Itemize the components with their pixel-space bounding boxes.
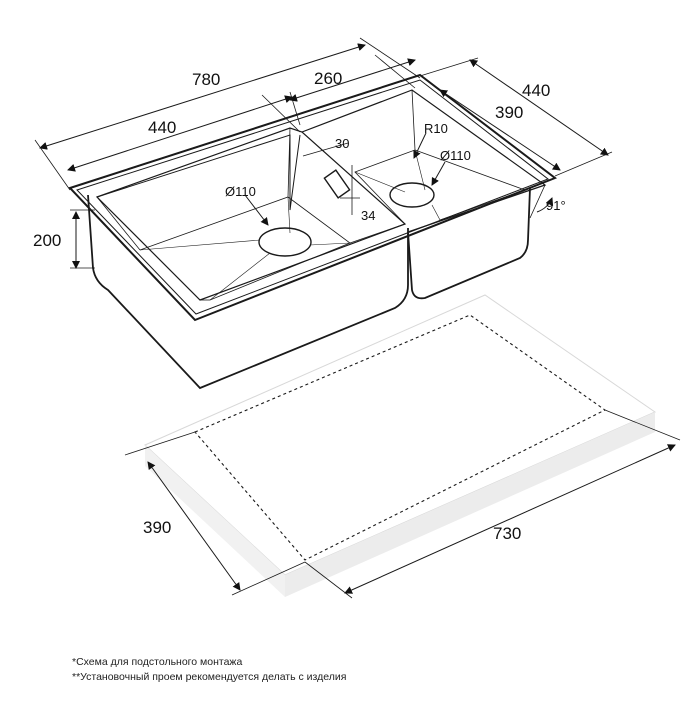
sink-dimension-lines xyxy=(34,37,613,269)
dim-cutout-depth: 390 xyxy=(143,518,171,537)
dim-drain-small: Ø110 xyxy=(440,148,471,163)
note-undermount: *Схема для подстольного монтажа xyxy=(72,656,243,668)
small-drain-hole xyxy=(389,182,435,208)
cutout-dimension-labels: 390 730 xyxy=(143,518,521,543)
sink-dimension-labels: 780 440 260 440 390 200 30 34 R10 Ø110 Ø… xyxy=(33,69,566,250)
dim-corner-radius: R10 xyxy=(424,121,448,136)
countertop-cutout xyxy=(144,294,657,597)
dim-edge-angle: 91° xyxy=(546,198,566,213)
overflow-slot xyxy=(323,169,351,199)
dim-bowl-height: 200 xyxy=(33,231,61,250)
dim-overflow-height: 34 xyxy=(361,208,375,223)
dim-overall-depth: 440 xyxy=(522,81,550,100)
dim-cutout-width: 730 xyxy=(493,524,521,543)
dim-inner-depth: 390 xyxy=(495,103,523,122)
sink-rim-outer xyxy=(68,73,558,322)
installation-notes: *Схема для подстольного монтажа **Устано… xyxy=(72,655,346,685)
dim-drain-big: Ø110 xyxy=(225,184,256,199)
dim-overall-width: 780 xyxy=(192,70,220,89)
note-cutout-advice: **Установочный проем рекомендуется делат… xyxy=(72,671,347,683)
cutout-dimension-lines xyxy=(124,409,681,599)
dim-overflow-width: 30 xyxy=(335,136,349,151)
dim-small-bowl-width: 260 xyxy=(314,69,342,88)
big-drain-hole xyxy=(258,227,312,257)
dim-big-bowl-width: 440 xyxy=(148,118,176,137)
